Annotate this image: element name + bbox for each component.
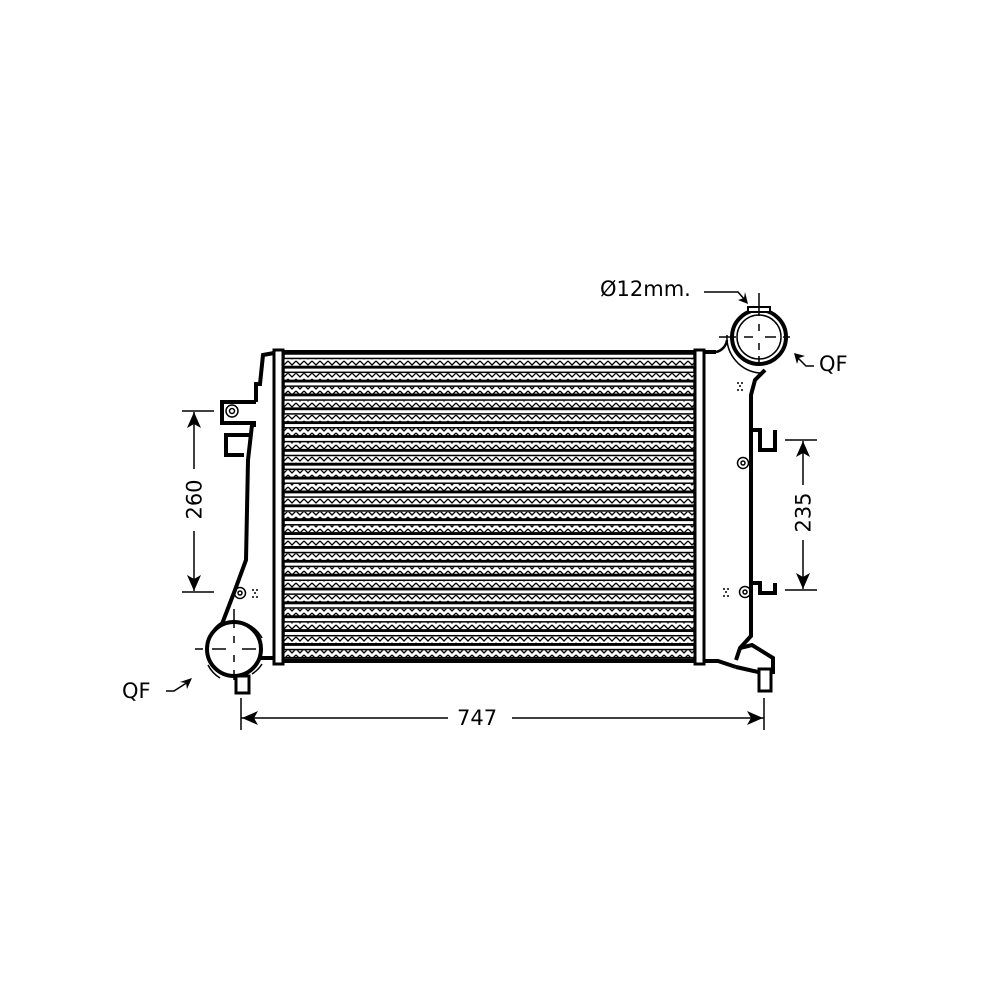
diameter-label: Ø12mm.	[600, 277, 691, 301]
diameter-leader	[704, 291, 748, 304]
right-height-dimension-label: 235	[791, 492, 816, 533]
left-end-plate	[272, 348, 285, 666]
right-lower-bolt-icon	[723, 585, 752, 599]
dimension-left-height	[182, 410, 214, 593]
outlet-pipe-top-right	[715, 293, 790, 374]
left-tank	[220, 351, 275, 660]
left-lower-bolt-icon	[233, 586, 258, 600]
qf-right-leader	[794, 353, 814, 367]
left-bracket-bolt-icon	[225, 404, 239, 418]
qf-left-leader	[166, 678, 192, 692]
qf-right-label: QF	[819, 352, 848, 376]
qf-left-label: QF	[122, 679, 151, 703]
dimension-right-height	[785, 439, 817, 591]
right-end-plate	[693, 348, 706, 666]
right-dots-icon	[737, 382, 743, 391]
radiator-core	[280, 350, 698, 663]
right-upper-bolt-icon	[736, 456, 750, 470]
left-height-dimension-label: 260	[182, 479, 207, 520]
inlet-pipe-bottom-left	[195, 609, 263, 695]
width-dimension-label: 747	[457, 706, 498, 730]
right-tank	[704, 350, 777, 693]
dimension-width	[240, 698, 765, 730]
